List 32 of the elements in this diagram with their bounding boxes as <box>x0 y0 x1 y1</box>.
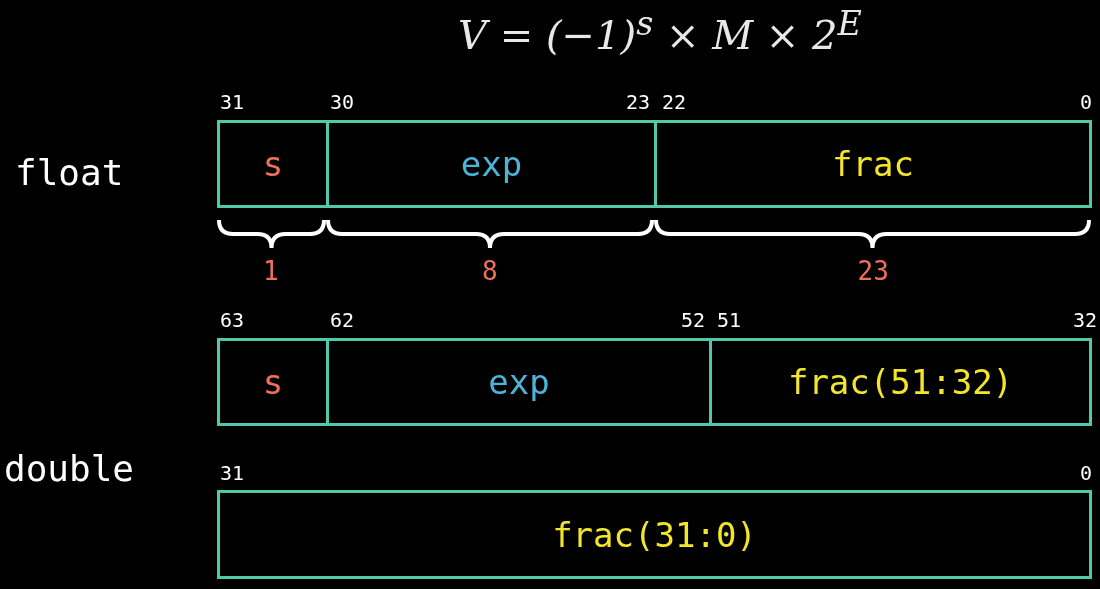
field-name: exp <box>460 144 523 184</box>
field-name: exp <box>488 362 550 402</box>
field-name: s <box>262 362 284 402</box>
bit-field <box>217 120 329 208</box>
bit-index: 30 <box>330 90 355 114</box>
bit-field <box>326 338 712 426</box>
type-name: float <box>15 152 124 193</box>
bit-field <box>654 120 1092 208</box>
field-name: frac(51:32) <box>787 362 1014 402</box>
bit-index: 62 <box>330 308 355 332</box>
bit-index: 0 <box>1080 461 1093 485</box>
bit-field <box>326 120 657 208</box>
bit-width: 1 <box>263 256 279 286</box>
formula: V = (−1)$^{s}$ × M × 2$^{E}$ <box>457 4 863 59</box>
bit-width: 8 <box>482 256 498 286</box>
bit-field <box>217 338 329 426</box>
field-name: s <box>262 144 284 184</box>
bit-index: 51 <box>717 308 742 332</box>
type-name: double <box>4 448 135 489</box>
bit-field <box>709 338 1092 426</box>
bit-index: 31 <box>220 90 245 114</box>
bit-width: 23 <box>857 256 889 286</box>
field-name: frac <box>832 144 914 184</box>
bit-index: 23 <box>626 90 651 114</box>
bit-index: 52 <box>681 308 706 332</box>
bit-index: 63 <box>220 308 245 332</box>
bit-index: 22 <box>662 90 687 114</box>
bit-index: 0 <box>1080 90 1093 114</box>
bit-index: 32 <box>1073 308 1098 332</box>
bit-field <box>217 490 1092 579</box>
field-name: frac(31:0) <box>552 514 757 555</box>
bit-index: 31 <box>220 461 245 485</box>
